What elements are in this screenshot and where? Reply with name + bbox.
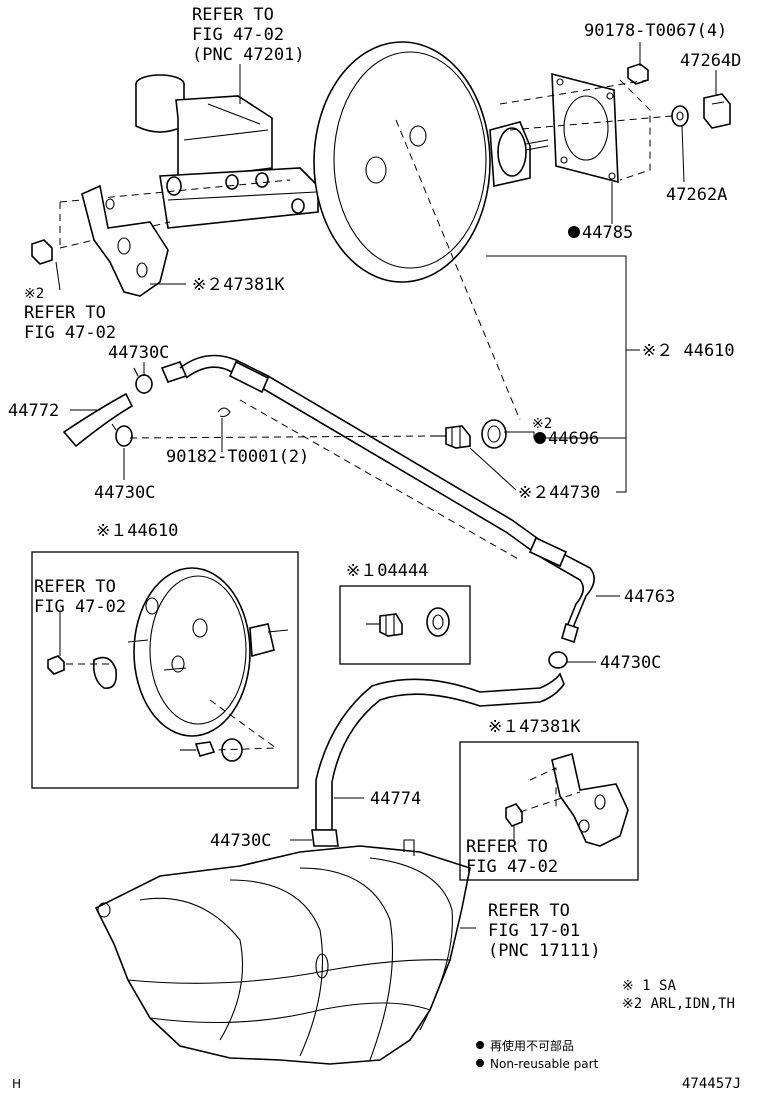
refer-master-cyl-line1: REFER TO: [192, 5, 274, 25]
label-44730C-c: 44730C: [600, 653, 661, 673]
booster-nut: [627, 63, 649, 85]
label-44730C-b: 44730C: [94, 483, 155, 503]
pipe-clip: [217, 407, 231, 418]
legend-arl: ※2 ARL,IDN,TH: [622, 996, 735, 1012]
check-valve-44730: [430, 425, 471, 449]
hose-clamp-c: [548, 651, 568, 669]
label-44730C-d: 44730C: [210, 831, 271, 851]
legend-dot-en: [476, 1059, 484, 1067]
pipe-end-right: [561, 622, 579, 644]
label-44730: ※２44730: [518, 483, 600, 503]
box-04444: [339, 585, 471, 665]
label-refer-master-cylinder: REFER TO FIG 47-02 (PNC 47201): [192, 5, 305, 65]
vacuum-pipe-44763: [179, 354, 595, 631]
refer-box-line1: REFER TO: [34, 577, 116, 597]
bracket-nut-left: [31, 239, 53, 265]
label-90182: 90182-T0001(2): [166, 447, 309, 467]
pipe-union-2: [528, 536, 568, 568]
figure-number: 474457J: [682, 1076, 741, 1092]
label-44610-box: ※１44610: [96, 521, 178, 541]
corner-mark: H: [12, 1077, 21, 1091]
dash-box-sa: [209, 699, 278, 751]
booster-bracket: [81, 184, 169, 297]
vacuum-hose-44772: [62, 392, 134, 448]
label-47381K-top: ※２47381K: [192, 275, 285, 295]
refer-master-cyl-line2: FIG 47-02: [192, 25, 284, 45]
label-44772: 44772: [8, 401, 59, 421]
label-44610-top: ※２ 44610: [642, 341, 735, 361]
legend-nonreuse-en: Non-reusable part: [490, 1057, 599, 1071]
label-note2-left: ※2: [24, 286, 44, 302]
refer-left-line2: FIG 47-02: [24, 323, 116, 343]
label-04444: ※１04444: [346, 561, 428, 581]
label-44774: 44774: [370, 789, 421, 809]
hose-clamp-d: [311, 829, 339, 847]
dash-box-bracket: [519, 767, 581, 813]
hose-clamp-b: [111, 423, 133, 447]
dash-mid-1: [129, 435, 431, 439]
refer-manifold-line2: FIG 17-01: [488, 921, 580, 941]
refer-manifold-line3: (PNC 17111): [488, 941, 601, 961]
nonreuse-dot-44785: [568, 226, 580, 238]
dash-bracket: [59, 221, 171, 249]
label-note2-mid: ※2: [532, 416, 552, 432]
refer-box-line2: FIG 47-02: [34, 597, 126, 617]
label-90178: 90178-T0067(4): [584, 21, 727, 41]
label-47262A: 47262A: [666, 185, 727, 205]
check-valve-kit: [366, 607, 450, 637]
refer-bracket-box-line2: FIG 47-02: [466, 857, 558, 877]
label-47264D: 47264D: [680, 51, 741, 71]
leader-lines: [55, 42, 717, 929]
booster-gasket: [551, 72, 619, 184]
dash-top-3: [619, 79, 651, 181]
label-47381K-box: ※１47381K: [488, 717, 581, 737]
refer-manifold-line1: REFER TO: [488, 901, 570, 921]
dash-mid-2: [239, 399, 521, 561]
box-booster-sa: [31, 551, 299, 789]
label-44785: 44785: [582, 223, 633, 243]
bracket-sa: [505, 752, 629, 847]
label-44763: 44763: [624, 587, 675, 607]
pipe-end-left: [160, 361, 188, 383]
dash-mid-3: [395, 119, 521, 421]
brake-booster-top: [313, 41, 549, 283]
clevis: [703, 93, 731, 129]
label-44696: 44696: [548, 429, 599, 449]
grommet-44696: [481, 419, 507, 449]
hose-clamp-a: [133, 367, 153, 394]
refer-master-cyl-line3: (PNC 47201): [192, 45, 305, 65]
intake-manifold: [94, 839, 471, 1065]
nonreuse-dot-44696: [534, 432, 546, 444]
box-bracket-sa: [459, 741, 639, 881]
vacuum-pipe-44763-edge: [185, 366, 584, 635]
refer-left-line1: REFER TO: [24, 303, 106, 323]
clevis-washer: [671, 105, 689, 127]
refer-bracket-box-line1: REFER TO: [466, 837, 548, 857]
vacuum-hose-44774: [315, 672, 565, 831]
legend-sa: ※ 1 SA: [622, 978, 676, 994]
pipe-union: [228, 360, 270, 394]
brake-booster-sa: [47, 567, 289, 762]
label-44730C-a: 44730C: [108, 343, 169, 363]
legend-dot-jp: [476, 1041, 484, 1049]
legend-nonreuse-jp: 再使用不可部品: [490, 1038, 574, 1053]
dash-top-2: [509, 115, 673, 131]
